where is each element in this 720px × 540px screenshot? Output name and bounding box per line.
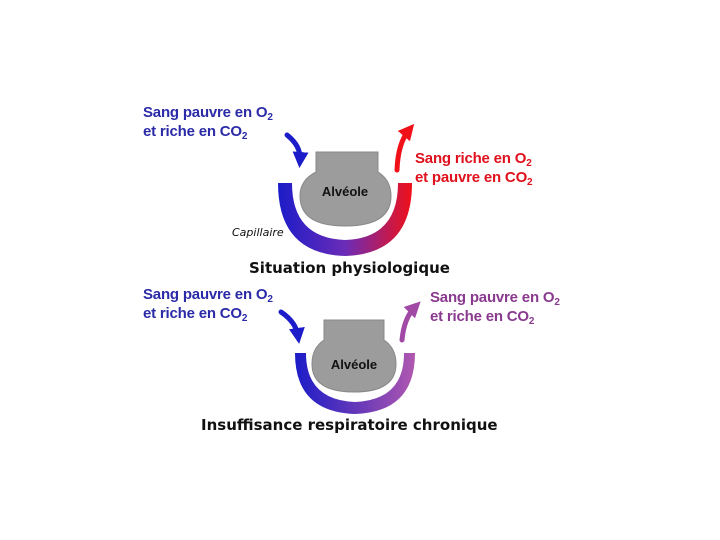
bottom-left-label: Sang pauvre en O2 et riche en CO2 [143,286,273,324]
bottom-diagram [278,301,421,414]
top-inflow-arrow [284,132,309,168]
bottom-alveole-label: Alvéole [330,357,378,372]
top-diagram [278,123,415,256]
bottom-alveole-shape [311,319,397,393]
top-alveole-shape [299,151,392,227]
capillaire-label: Capillaire [232,226,284,239]
top-alveole-label: Alvéole [321,184,369,199]
top-capillary-band [278,183,412,256]
bottom-outflow-arrow [399,301,421,343]
bottom-caption: Insuffisance respiratoire chronique [201,416,498,434]
bottom-inflow-arrow [278,309,305,344]
top-left-label: Sang pauvre en O2 et riche en CO2 [143,104,273,142]
bottom-capillary-band [295,353,415,414]
top-caption: Situation physiologique [249,259,450,277]
bottom-right-label: Sang pauvre en O2 et riche en CO2 [430,289,560,327]
top-right-label: Sang riche en O2 et pauvre en CO2 [415,150,533,188]
top-outflow-arrow [394,123,415,173]
